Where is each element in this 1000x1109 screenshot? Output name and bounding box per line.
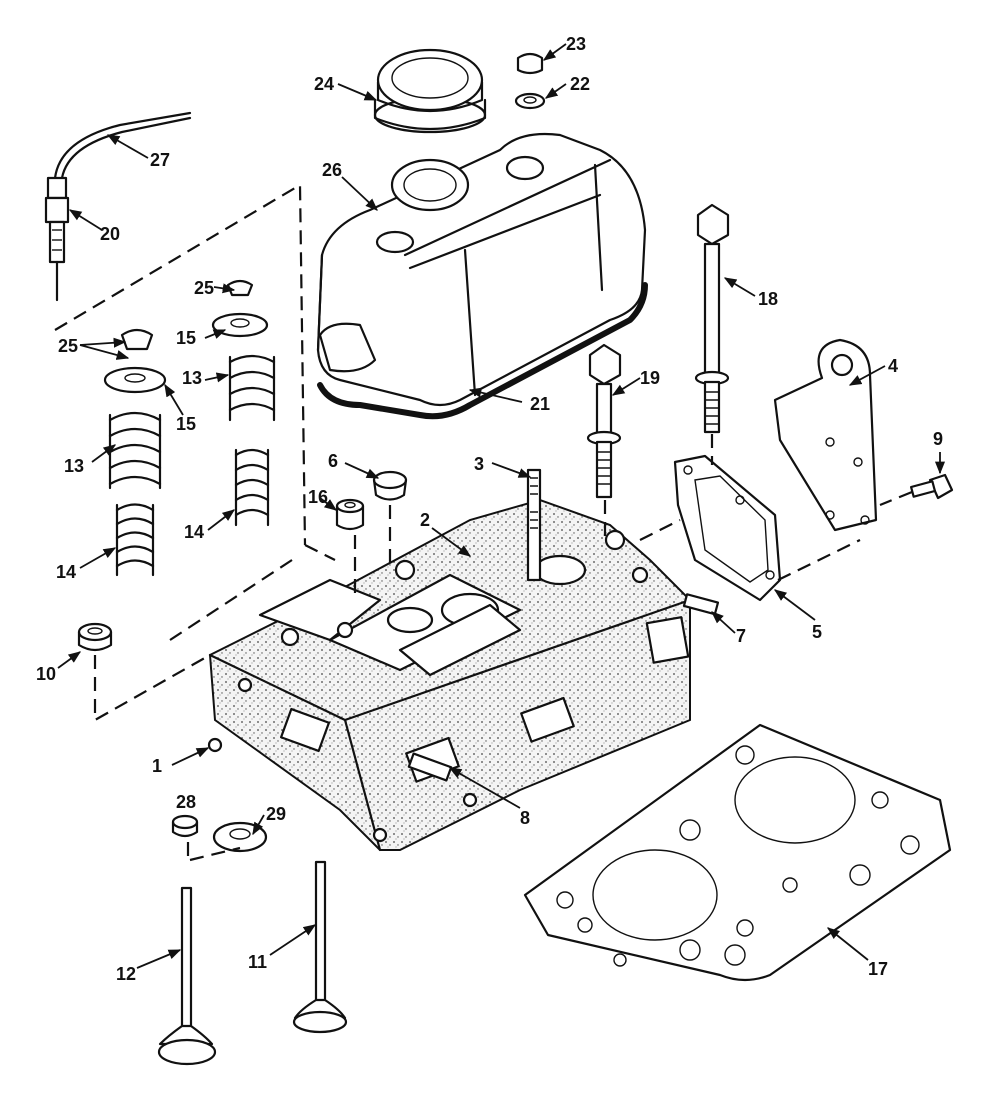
callout-24: 24	[314, 74, 334, 94]
callout-17: 17	[868, 959, 888, 979]
callout-3: 3	[474, 454, 484, 474]
valve-spring-outer-left	[103, 366, 167, 490]
callout-12: 12	[116, 964, 136, 984]
valve-spring-outer-right	[211, 279, 276, 422]
callout-2: 2	[420, 510, 430, 530]
valve-stem-cap	[77, 622, 113, 652]
callout-28: 28	[176, 792, 196, 812]
callout-23: 23	[566, 34, 586, 54]
valve-spring-inner-left	[115, 503, 155, 577]
cover-plate	[773, 338, 878, 532]
valve-stem-seal	[335, 498, 365, 531]
callout-1: 1	[152, 756, 162, 776]
callout-15-top: 15	[176, 328, 196, 348]
callout-25-left: 25	[58, 336, 78, 356]
callout-20: 20	[100, 224, 120, 244]
callout-11: 11	[248, 952, 267, 972]
cap-screw	[909, 473, 954, 500]
short-stud-front	[407, 752, 453, 782]
callout-29: 29	[266, 804, 286, 824]
callout-27: 27	[150, 150, 170, 170]
callout-10: 10	[36, 664, 56, 684]
callout-15-left: 15	[176, 414, 196, 434]
callout-9: 9	[933, 429, 943, 449]
callout-26: 26	[322, 160, 342, 180]
short-stud-right	[682, 593, 720, 616]
callout-19: 19	[640, 368, 660, 388]
callout-6: 6	[328, 451, 338, 471]
leader-lines	[57, 43, 946, 969]
callout-18: 18	[758, 289, 778, 309]
head-gasket	[523, 723, 952, 982]
callout-16: 16	[308, 487, 328, 507]
callout-13-right: 13	[182, 368, 202, 388]
glow-plug-wire	[53, 111, 192, 180]
head-bolt-short	[586, 343, 622, 499]
acorn-nut	[516, 52, 544, 75]
expansion-plug	[212, 821, 268, 853]
rocker-cover	[316, 132, 648, 420]
callout-labels: 1 2 3 4 5 6 7 8 9 10 11 12 13 13 14 14 1…	[36, 34, 943, 984]
head-stud	[526, 468, 542, 582]
callout-22: 22	[570, 74, 590, 94]
callout-13-left: 13	[64, 456, 84, 476]
callout-7: 7	[736, 626, 746, 646]
glow-plug	[44, 176, 70, 302]
exhaust-valve	[157, 886, 217, 1066]
callout-5: 5	[812, 622, 822, 642]
head-bolt-long	[694, 203, 730, 434]
intake-valve	[292, 860, 348, 1034]
cover-plate-gasket	[673, 454, 782, 602]
small-plug	[171, 814, 199, 838]
assembly-guide-lines	[54, 183, 913, 862]
breather-cap	[373, 48, 487, 134]
callout-21: 21	[530, 394, 550, 414]
valve-spring-inner-right	[234, 448, 270, 527]
callout-8: 8	[520, 808, 530, 828]
callout-14-left: 14	[56, 562, 76, 582]
valve-keepers-left	[120, 328, 154, 351]
callout-4: 4	[888, 356, 898, 376]
callout-14-right: 14	[184, 522, 204, 542]
callout-25-top: 25	[194, 278, 214, 298]
cylinder-head	[207, 498, 692, 852]
sealing-washer	[514, 92, 546, 110]
plug-cup	[372, 470, 408, 501]
